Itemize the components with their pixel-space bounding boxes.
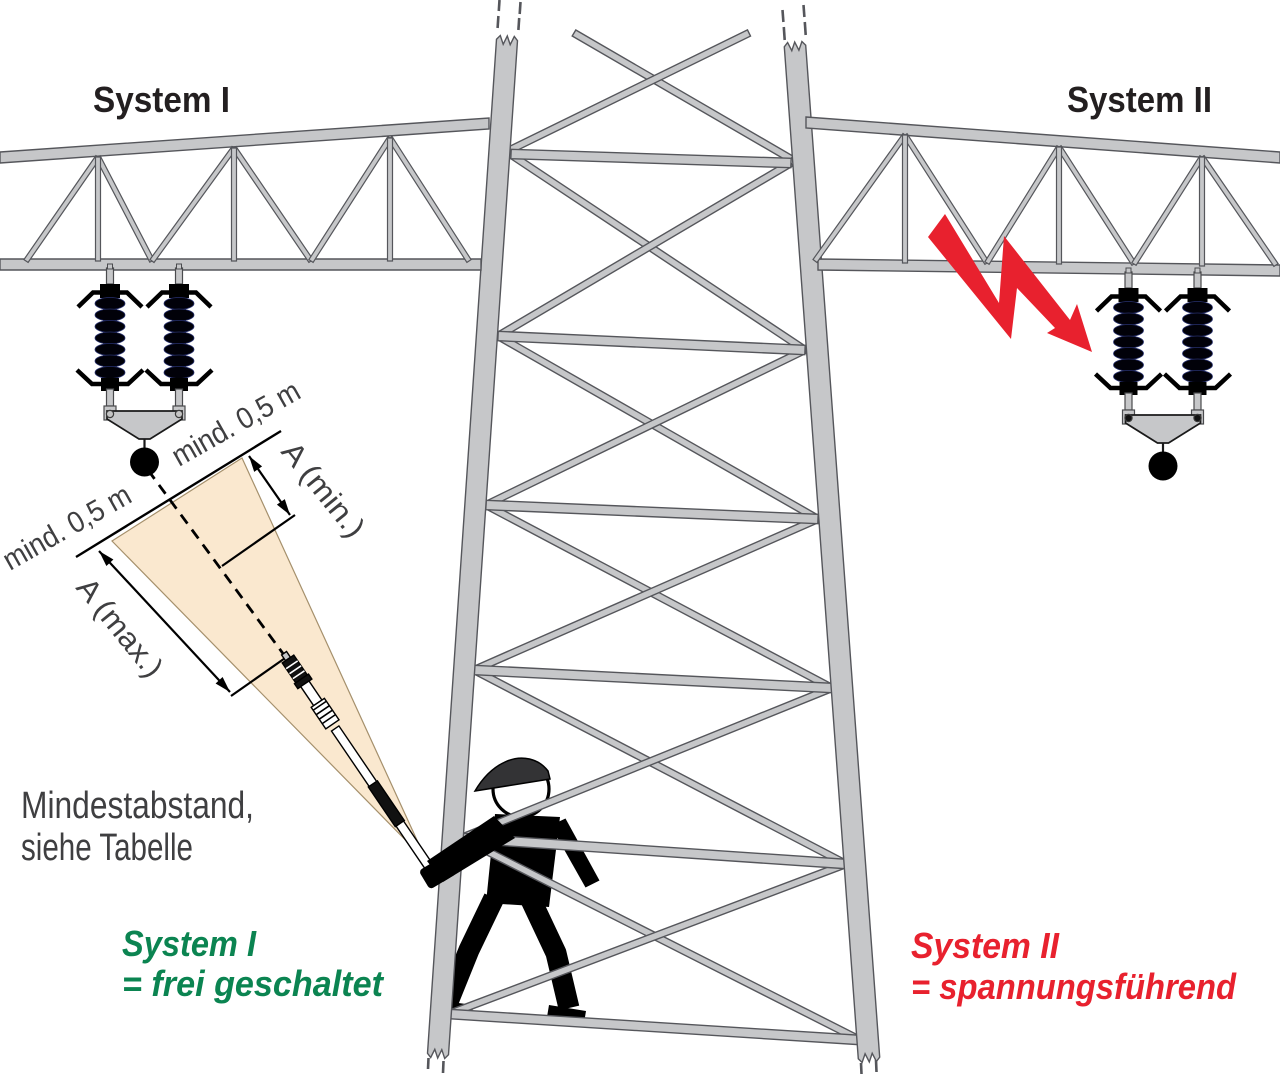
svg-text:= spannungsführend: = spannungsführend <box>911 966 1237 1007</box>
svg-text:Mindestabstand,: Mindestabstand, <box>21 785 254 827</box>
svg-text:System I: System I <box>93 79 230 120</box>
svg-text:siehe Tabelle: siehe Tabelle <box>21 827 193 869</box>
svg-text:System II: System II <box>1067 79 1212 120</box>
svg-text:System I: System I <box>122 923 257 964</box>
svg-text:System II: System II <box>911 925 1060 966</box>
svg-text:= frei geschaltet: = frei geschaltet <box>122 963 385 1004</box>
